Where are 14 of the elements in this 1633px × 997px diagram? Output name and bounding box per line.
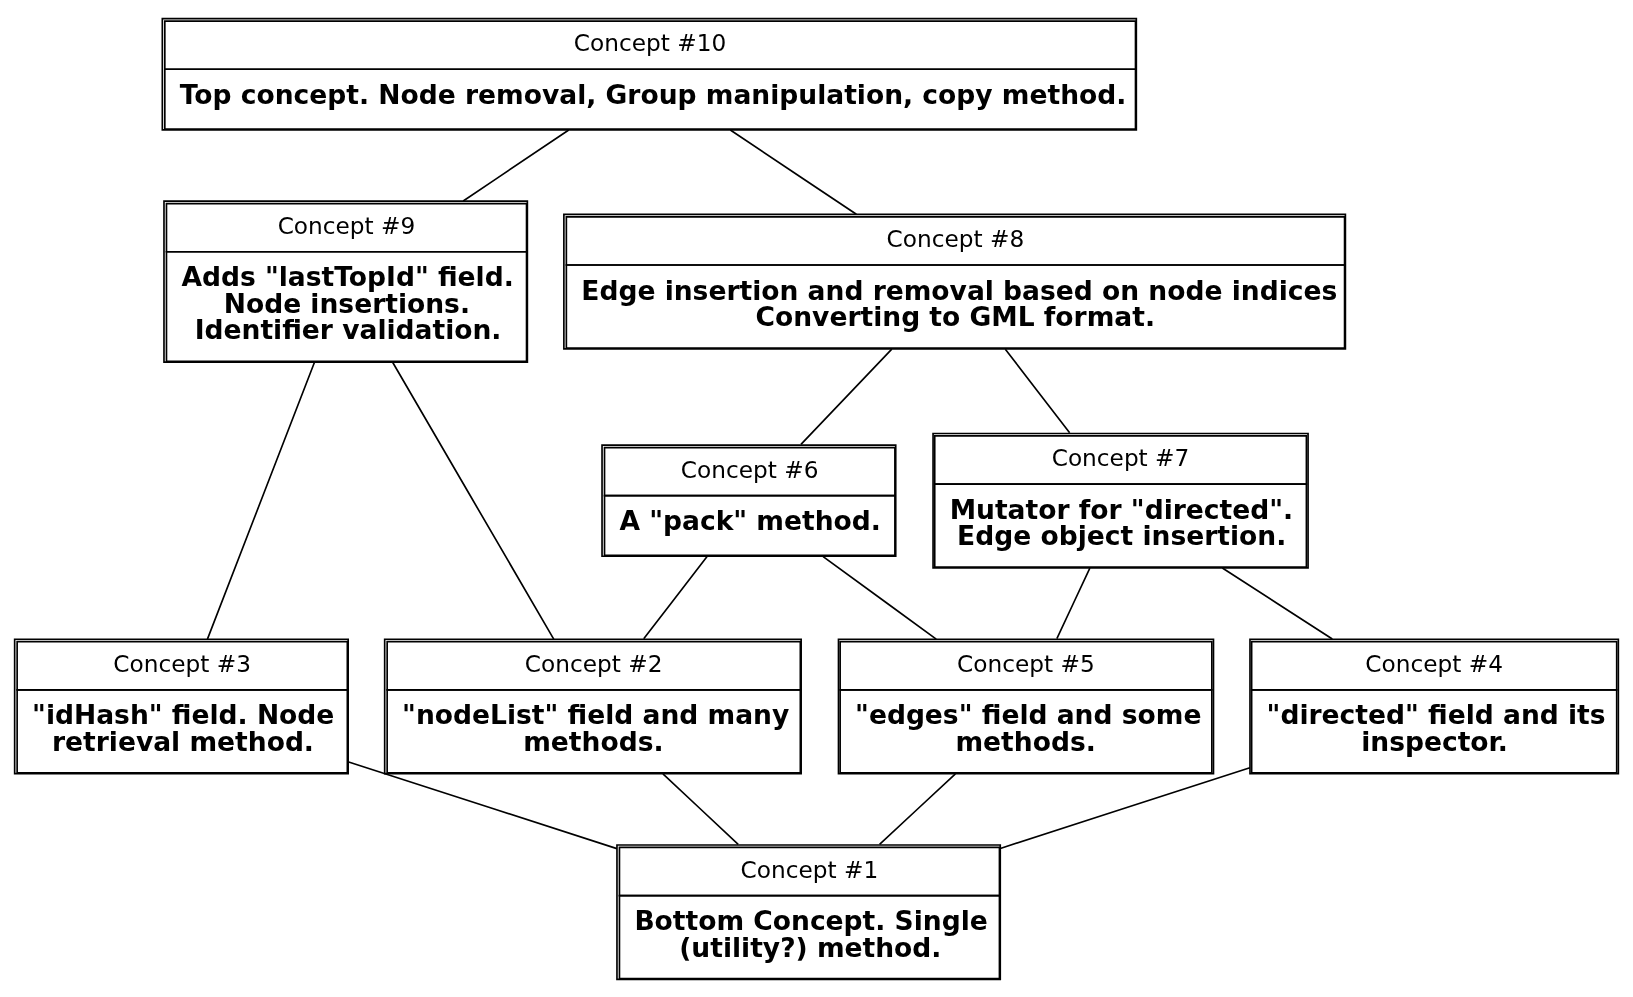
connector [1004, 347, 1071, 434]
connector [391, 361, 555, 640]
connector [347, 760, 618, 849]
connector [822, 555, 938, 640]
connector [462, 128, 570, 202]
connector [878, 772, 957, 845]
connector [1221, 566, 1334, 640]
connector [1056, 566, 1091, 639]
connector [729, 128, 858, 215]
connector [206, 361, 316, 640]
connector [662, 772, 740, 845]
connector [800, 347, 893, 445]
connector [642, 555, 708, 640]
connector [999, 766, 1251, 849]
